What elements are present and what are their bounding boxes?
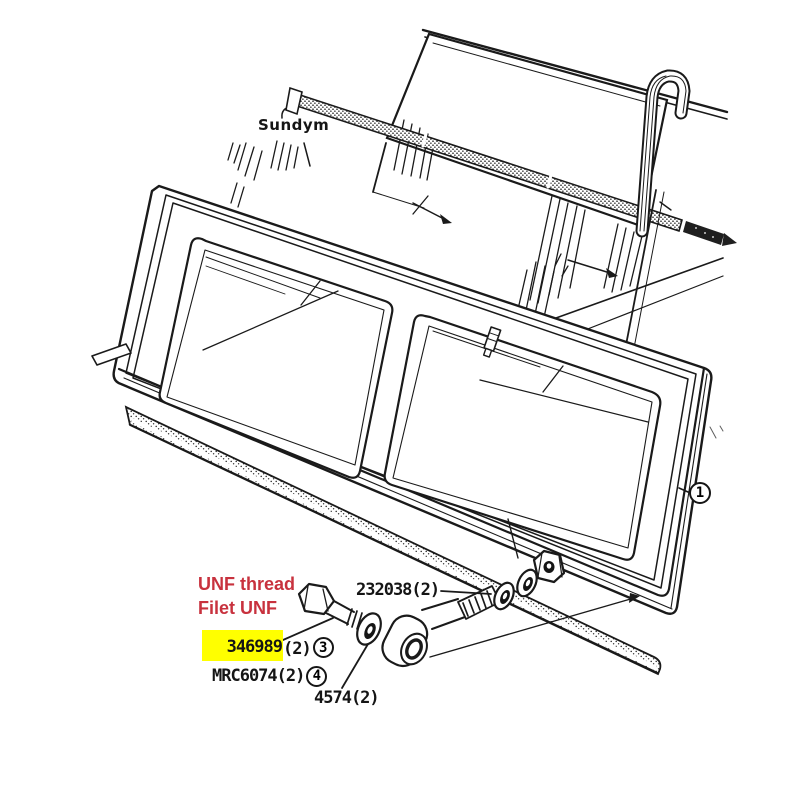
leader-346989	[282, 617, 334, 641]
fixing-hardware	[297, 518, 566, 668]
stay-arm	[381, 585, 501, 668]
part-row-mrc6074: MRC6074(2) 4	[212, 663, 328, 689]
thread-note-line1: UNF thread	[198, 574, 296, 594]
windscreen-frame	[91, 184, 724, 615]
leader-232038	[440, 590, 492, 595]
washer-4574	[356, 612, 382, 646]
ref-circle-4: 4	[306, 665, 328, 687]
leader-mounting-position	[429, 593, 640, 658]
slide-arrow-right	[554, 253, 618, 278]
ref-circle-1: 1	[689, 482, 711, 504]
thread-note-line2: Filet UNF	[198, 598, 277, 618]
frame-opening-left	[158, 237, 394, 479]
part-qty-346989: (2)	[283, 639, 312, 659]
washer-232038-b	[516, 568, 538, 598]
ref1-tick	[678, 487, 689, 493]
frame-opening-right	[383, 314, 662, 561]
glass-pane-top	[372, 32, 669, 228]
part-label-4574: 4574(2)	[314, 688, 380, 708]
glass-brand-label: Sundym	[258, 116, 330, 134]
hook-channel	[635, 69, 691, 238]
seal-strip	[124, 405, 662, 676]
hex-nut	[532, 549, 566, 584]
leader-4574	[341, 643, 369, 689]
part-label-mrc6074: MRC6074(2)	[212, 666, 305, 686]
highlight-box: 346989	[202, 630, 283, 661]
part-label-232038: 232038(2)	[356, 580, 440, 600]
sliding-window-assembly	[227, 28, 737, 349]
leader-lines	[282, 590, 640, 689]
washer-232038-a	[493, 581, 515, 611]
part-row-346989: 346989 (2) 3	[202, 630, 334, 661]
glazing-channel-rail	[285, 86, 683, 233]
ref-circle-3: 3	[312, 637, 334, 658]
glass-shading-left	[227, 119, 435, 208]
thread-note: UNF thread Filet UNF	[198, 572, 295, 620]
nut-alignment-line	[507, 518, 519, 559]
latch-fitting	[482, 326, 502, 358]
glass-pane-right	[555, 189, 724, 349]
slide-arrow-left	[412, 195, 452, 224]
part-label-346989: 346989	[226, 637, 283, 657]
glass-shading-right	[515, 195, 643, 325]
